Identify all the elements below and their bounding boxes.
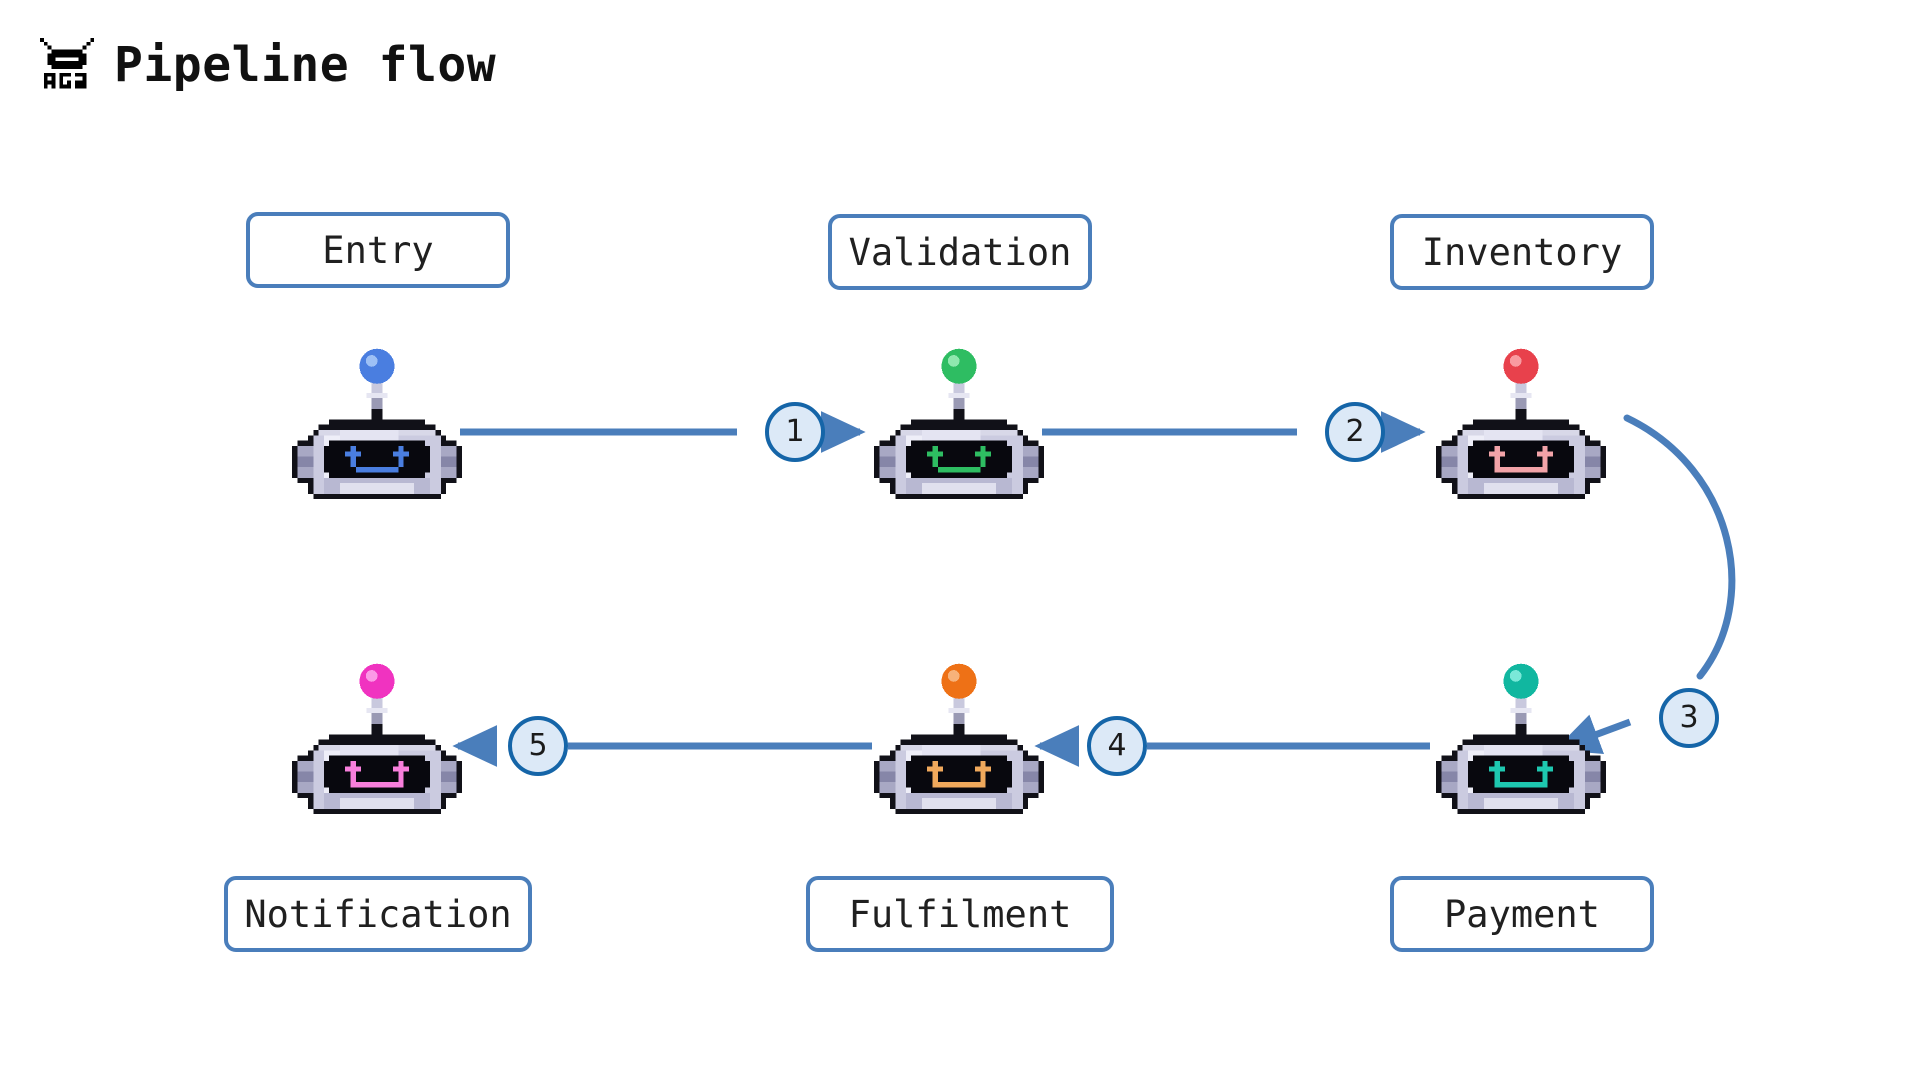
node-label-fulfilment: Fulfilment [848,892,1072,936]
robot-avatar-inventory [1436,345,1606,515]
node-label-payment: Payment [1444,892,1600,936]
node-label-notification: Notification [244,892,512,936]
ag2-robot-logo-icon [39,37,95,89]
robot-avatar-notification [292,660,462,830]
node-box-payment[interactable]: Payment [1390,876,1654,952]
edge-badge-1-number: 1 [785,414,805,449]
edge-badge-2[interactable]: 2 [1325,402,1385,462]
robot-avatar-entry [292,345,462,515]
edge-badge-1[interactable]: 1 [765,402,825,462]
edge-badge-5-number: 5 [528,728,548,763]
node-box-entry[interactable]: Entry [246,212,510,288]
edge-badge-4-number: 4 [1107,728,1127,763]
edge-badge-3[interactable]: 3 [1659,688,1719,748]
node-box-inventory[interactable]: Inventory [1390,214,1654,290]
page-title: Pipeline flow [114,37,497,93]
node-label-entry: Entry [322,228,434,272]
page-header: Pipeline flow [36,34,496,96]
node-label-inventory: Inventory [1421,230,1623,274]
node-box-notification[interactable]: Notification [224,876,532,952]
node-label-validation: Validation [848,230,1072,274]
node-box-validation[interactable]: Validation [828,214,1092,290]
edge-badge-5[interactable]: 5 [508,716,568,776]
robot-avatar-fulfilment [874,660,1044,830]
edge-badge-4[interactable]: 4 [1087,716,1147,776]
edge-badge-2-number: 2 [1345,414,1365,449]
robot-avatar-payment [1436,660,1606,830]
robot-avatar-validation [874,345,1044,515]
edge-badge-3-number: 3 [1679,700,1699,735]
node-box-fulfilment[interactable]: Fulfilment [806,876,1114,952]
